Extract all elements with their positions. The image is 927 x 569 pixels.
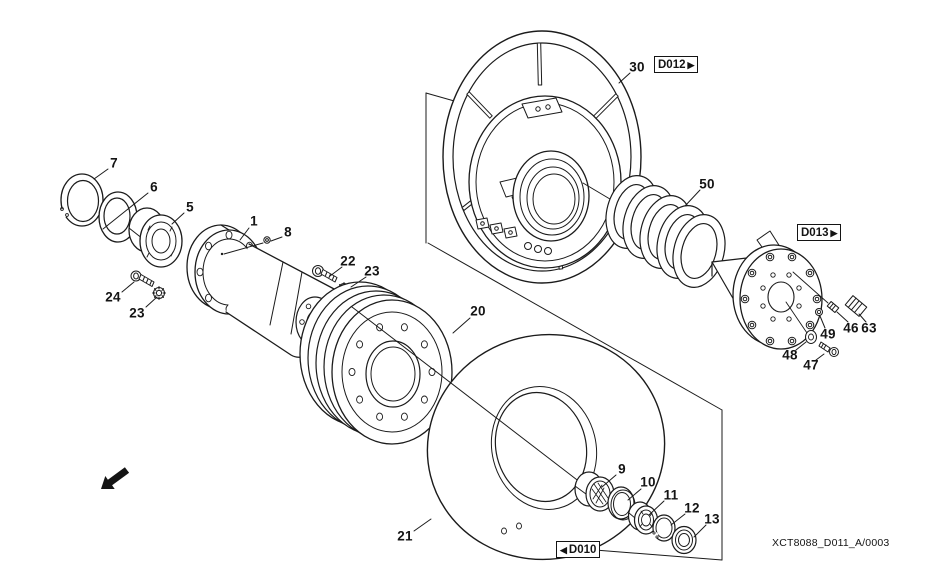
callout-21: 21	[397, 528, 413, 544]
part-12-snap-ring	[651, 514, 676, 542]
part-50-coil-spring	[605, 175, 726, 288]
part-22-bolt	[312, 265, 338, 283]
callout-8: 8	[284, 224, 292, 240]
part-23-star-washer-left	[152, 286, 166, 300]
callout-22: 22	[340, 253, 356, 269]
callout-9: 9	[618, 461, 626, 477]
left-arrow-icon: ◀	[560, 544, 567, 555]
callout-46: 46	[843, 320, 859, 336]
callout-50: 50	[699, 176, 715, 192]
callout-49: 49	[820, 326, 836, 342]
callout-1: 1	[250, 213, 258, 229]
right-arrow-icon: ▶	[830, 227, 838, 238]
callout-48: 48	[782, 347, 798, 363]
ref-box-d013[interactable]: D013 ▶	[797, 224, 842, 241]
part-8-screw	[263, 236, 271, 244]
callout-47: 47	[803, 357, 819, 373]
callout-30: 30	[629, 59, 645, 75]
callout-11: 11	[663, 487, 679, 503]
callout-7: 7	[110, 155, 118, 171]
callout-24: 24	[105, 289, 121, 305]
callout-20: 20	[470, 303, 486, 319]
ref-box-d012-label: D012	[658, 58, 686, 71]
part-10-ring	[607, 486, 636, 521]
drawing-code: XCT8088_D011_A/0003	[772, 537, 890, 549]
part-30-spoked-wheel	[442, 30, 642, 284]
callout-13: 13	[704, 511, 720, 527]
ref-box-d010-label: D010	[568, 543, 597, 556]
leader-lines	[93, 72, 867, 538]
callout-63: 63	[861, 320, 877, 336]
right-arrow-icon: ▶	[687, 59, 695, 70]
part-13-seal	[671, 525, 697, 555]
ref-box-d013-label: D013	[801, 226, 829, 239]
callout-12: 12	[684, 500, 700, 516]
callout-5: 5	[186, 199, 194, 215]
part-7-snap-ring	[59, 173, 104, 227]
part-9-needle-bearing	[574, 471, 615, 512]
part-24-bolt	[130, 270, 155, 287]
callout-23-left: 23	[129, 305, 145, 321]
direction-arrow-icon	[101, 467, 130, 489]
ref-box-d010[interactable]: ◀ D010	[556, 541, 601, 558]
ref-box-d012[interactable]: D012 ▶	[654, 56, 699, 73]
part-5-bearing	[128, 207, 183, 268]
part-11-bearing	[627, 501, 659, 535]
main-axis-line	[351, 306, 586, 487]
callout-23-right: 23	[364, 263, 380, 279]
d013-hub-assembly	[711, 230, 868, 357]
callout-10: 10	[640, 474, 656, 490]
callout-6: 6	[150, 179, 158, 195]
part-20-pulley	[299, 281, 453, 445]
section-plane-lines	[425, 92, 723, 561]
